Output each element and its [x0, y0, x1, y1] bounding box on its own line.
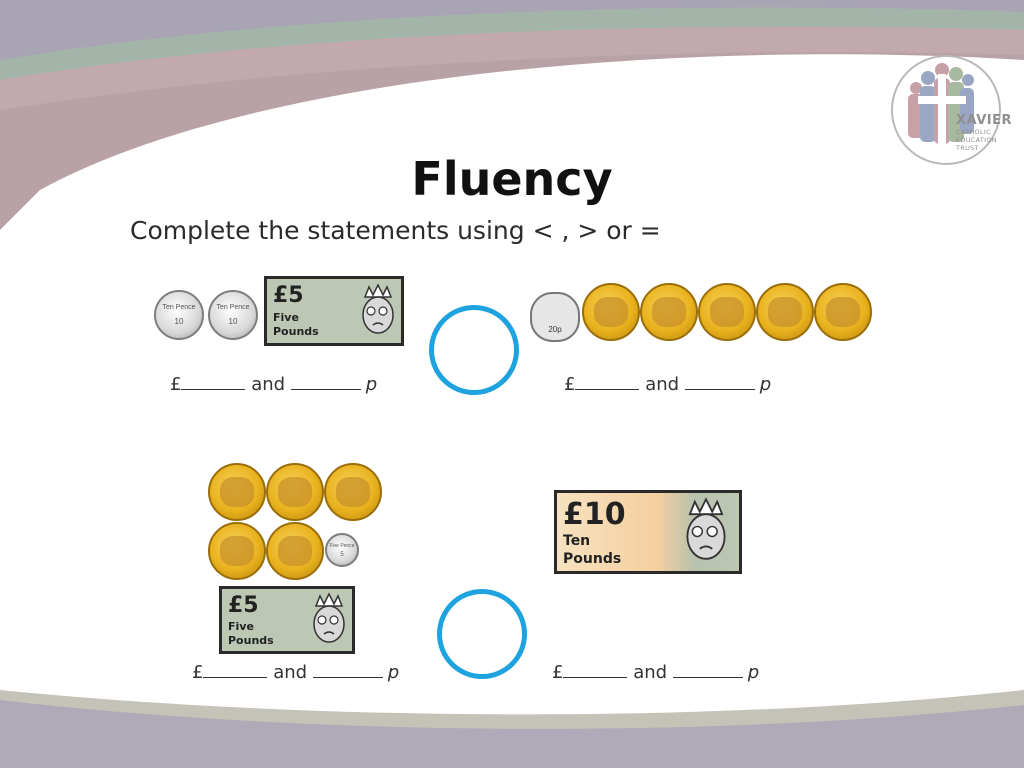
one-pound-coin: [756, 283, 814, 341]
note-amount: £5: [228, 593, 259, 618]
and-text: and: [273, 662, 308, 683]
pound-sign: £: [192, 662, 204, 683]
one-pound-coin: [814, 283, 872, 341]
pence-blank[interactable]: [290, 389, 361, 390]
coin-text: Ten Pence: [162, 304, 196, 311]
coin-text: Five Pence: [329, 542, 355, 549]
pence-unit: p: [747, 662, 760, 683]
ten-pence-coin: Ten Pence 10: [154, 290, 204, 340]
comparison-circle[interactable]: [429, 305, 519, 395]
note-word: Pounds: [273, 325, 319, 338]
answer-line[interactable]: £ and p: [192, 662, 399, 683]
note-word: Ten: [563, 533, 591, 549]
pounds-blank[interactable]: [181, 389, 246, 390]
queen-portrait-icon: [686, 497, 726, 560]
pence-blank[interactable]: [684, 389, 755, 390]
five-pence-coin: Five Pence 5: [325, 533, 359, 567]
answer-line[interactable]: £ and p: [564, 374, 771, 395]
coin-value: 10: [228, 317, 238, 326]
one-pound-coin: [208, 463, 266, 521]
one-pound-coin: [208, 522, 266, 580]
note-word: Five: [273, 311, 299, 324]
comparison-circle[interactable]: [437, 589, 527, 679]
one-pound-coin: [582, 283, 640, 341]
logo-text: XAVIER CATHOLIC EDUCATION TRUST: [956, 113, 1012, 153]
queen-portrait-icon: [313, 592, 345, 643]
and-text: and: [251, 374, 286, 395]
logo-name: XAVIER: [956, 113, 1012, 128]
coin-value: 20p: [548, 325, 562, 334]
pounds-blank[interactable]: [575, 389, 640, 390]
note-word: Five: [228, 620, 254, 633]
coin-text: Ten Pence: [216, 304, 250, 311]
logo-subtitle-3: TRUST: [956, 144, 979, 152]
note-amount: £5: [273, 283, 304, 308]
and-text: and: [645, 374, 680, 395]
twenty-pence-coin: 20p: [530, 292, 580, 342]
one-pound-coin: [640, 283, 698, 341]
logo-subtitle-2: EDUCATION: [956, 136, 997, 144]
pence-unit: p: [387, 662, 400, 683]
five-pound-note: £5 Five Pounds: [219, 586, 355, 654]
one-pound-coin: [698, 283, 756, 341]
pence-blank[interactable]: [312, 677, 383, 678]
note-word: Pounds: [228, 634, 274, 647]
page-title: Fluency: [411, 152, 613, 206]
pounds-blank[interactable]: [563, 677, 628, 678]
instruction-text: Complete the statements using < , > or =: [130, 216, 661, 245]
one-pound-coin: [266, 463, 324, 521]
logo-subtitle-1: CATHOLIC: [956, 128, 991, 136]
one-pound-coin: [266, 522, 324, 580]
answer-line[interactable]: £ and p: [170, 374, 377, 395]
pence-unit: p: [759, 374, 772, 395]
pence-blank[interactable]: [672, 677, 743, 678]
pound-sign: £: [170, 374, 182, 395]
coin-value: 5: [340, 551, 344, 558]
pence-unit: p: [365, 374, 378, 395]
answer-line[interactable]: £ and p: [552, 662, 759, 683]
pounds-blank[interactable]: [203, 677, 268, 678]
note-word: Pounds: [563, 551, 622, 567]
and-text: and: [633, 662, 668, 683]
coin-value: 10: [174, 317, 184, 326]
note-amount: £10: [563, 497, 626, 532]
ten-pound-note: £10 Ten Pounds: [554, 490, 742, 574]
pound-sign: £: [552, 662, 564, 683]
one-pound-coin: [324, 463, 382, 521]
queen-portrait-icon: [362, 283, 394, 334]
xavier-logo: [891, 55, 1001, 165]
ten-pence-coin: Ten Pence 10: [208, 290, 258, 340]
pound-sign: £: [564, 374, 576, 395]
five-pound-note: £5 Five Pounds: [264, 276, 404, 346]
